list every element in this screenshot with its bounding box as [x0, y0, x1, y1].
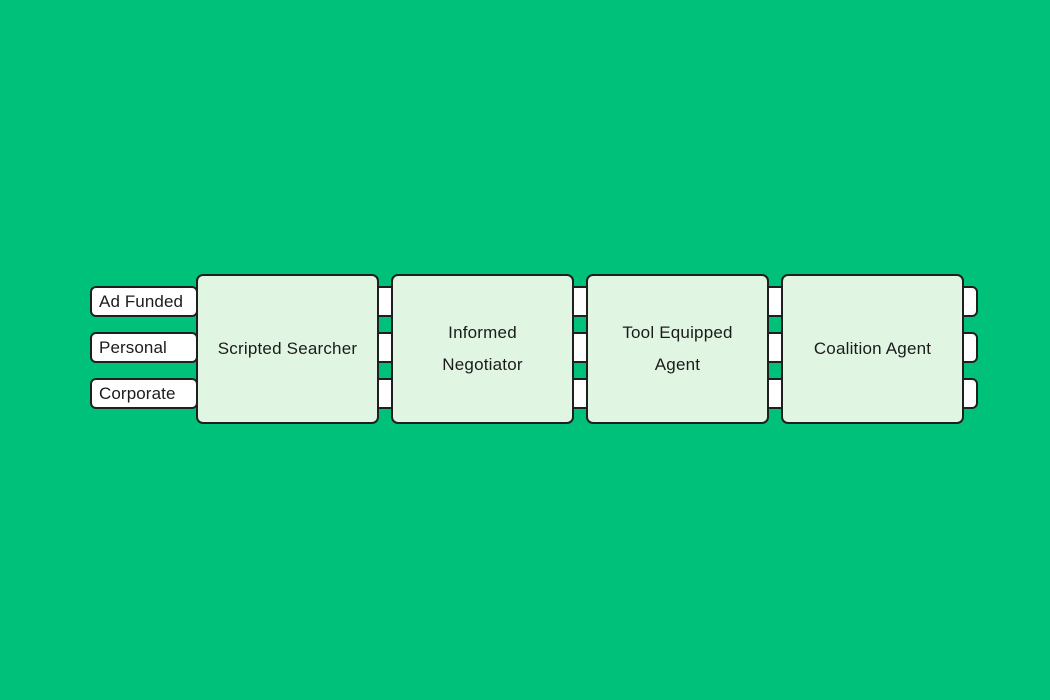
row-label-ad-funded: Ad Funded [90, 286, 198, 317]
row-label-personal: Personal [90, 332, 198, 363]
row-label-text: Corporate [99, 383, 176, 403]
stage-label: Informed Negotiator [442, 323, 523, 374]
stage-box-tool-equipped-agent: Tool Equipped Agent [586, 274, 769, 424]
stage-label: Tool Equipped Agent [622, 323, 733, 374]
row-label-text: Ad Funded [99, 291, 184, 311]
stage-label: Coalition Agent [813, 339, 932, 358]
stage-label: Scripted Searcher [217, 339, 358, 358]
row-label-corporate: Corporate [90, 378, 198, 409]
row-label-text: Personal [99, 337, 167, 357]
stage-box-scripted-searcher: Scripted Searcher [196, 274, 379, 424]
stage-box-informed-negotiator: Informed Negotiator [391, 274, 574, 424]
stage-box-coalition-agent: Coalition Agent [781, 274, 964, 424]
